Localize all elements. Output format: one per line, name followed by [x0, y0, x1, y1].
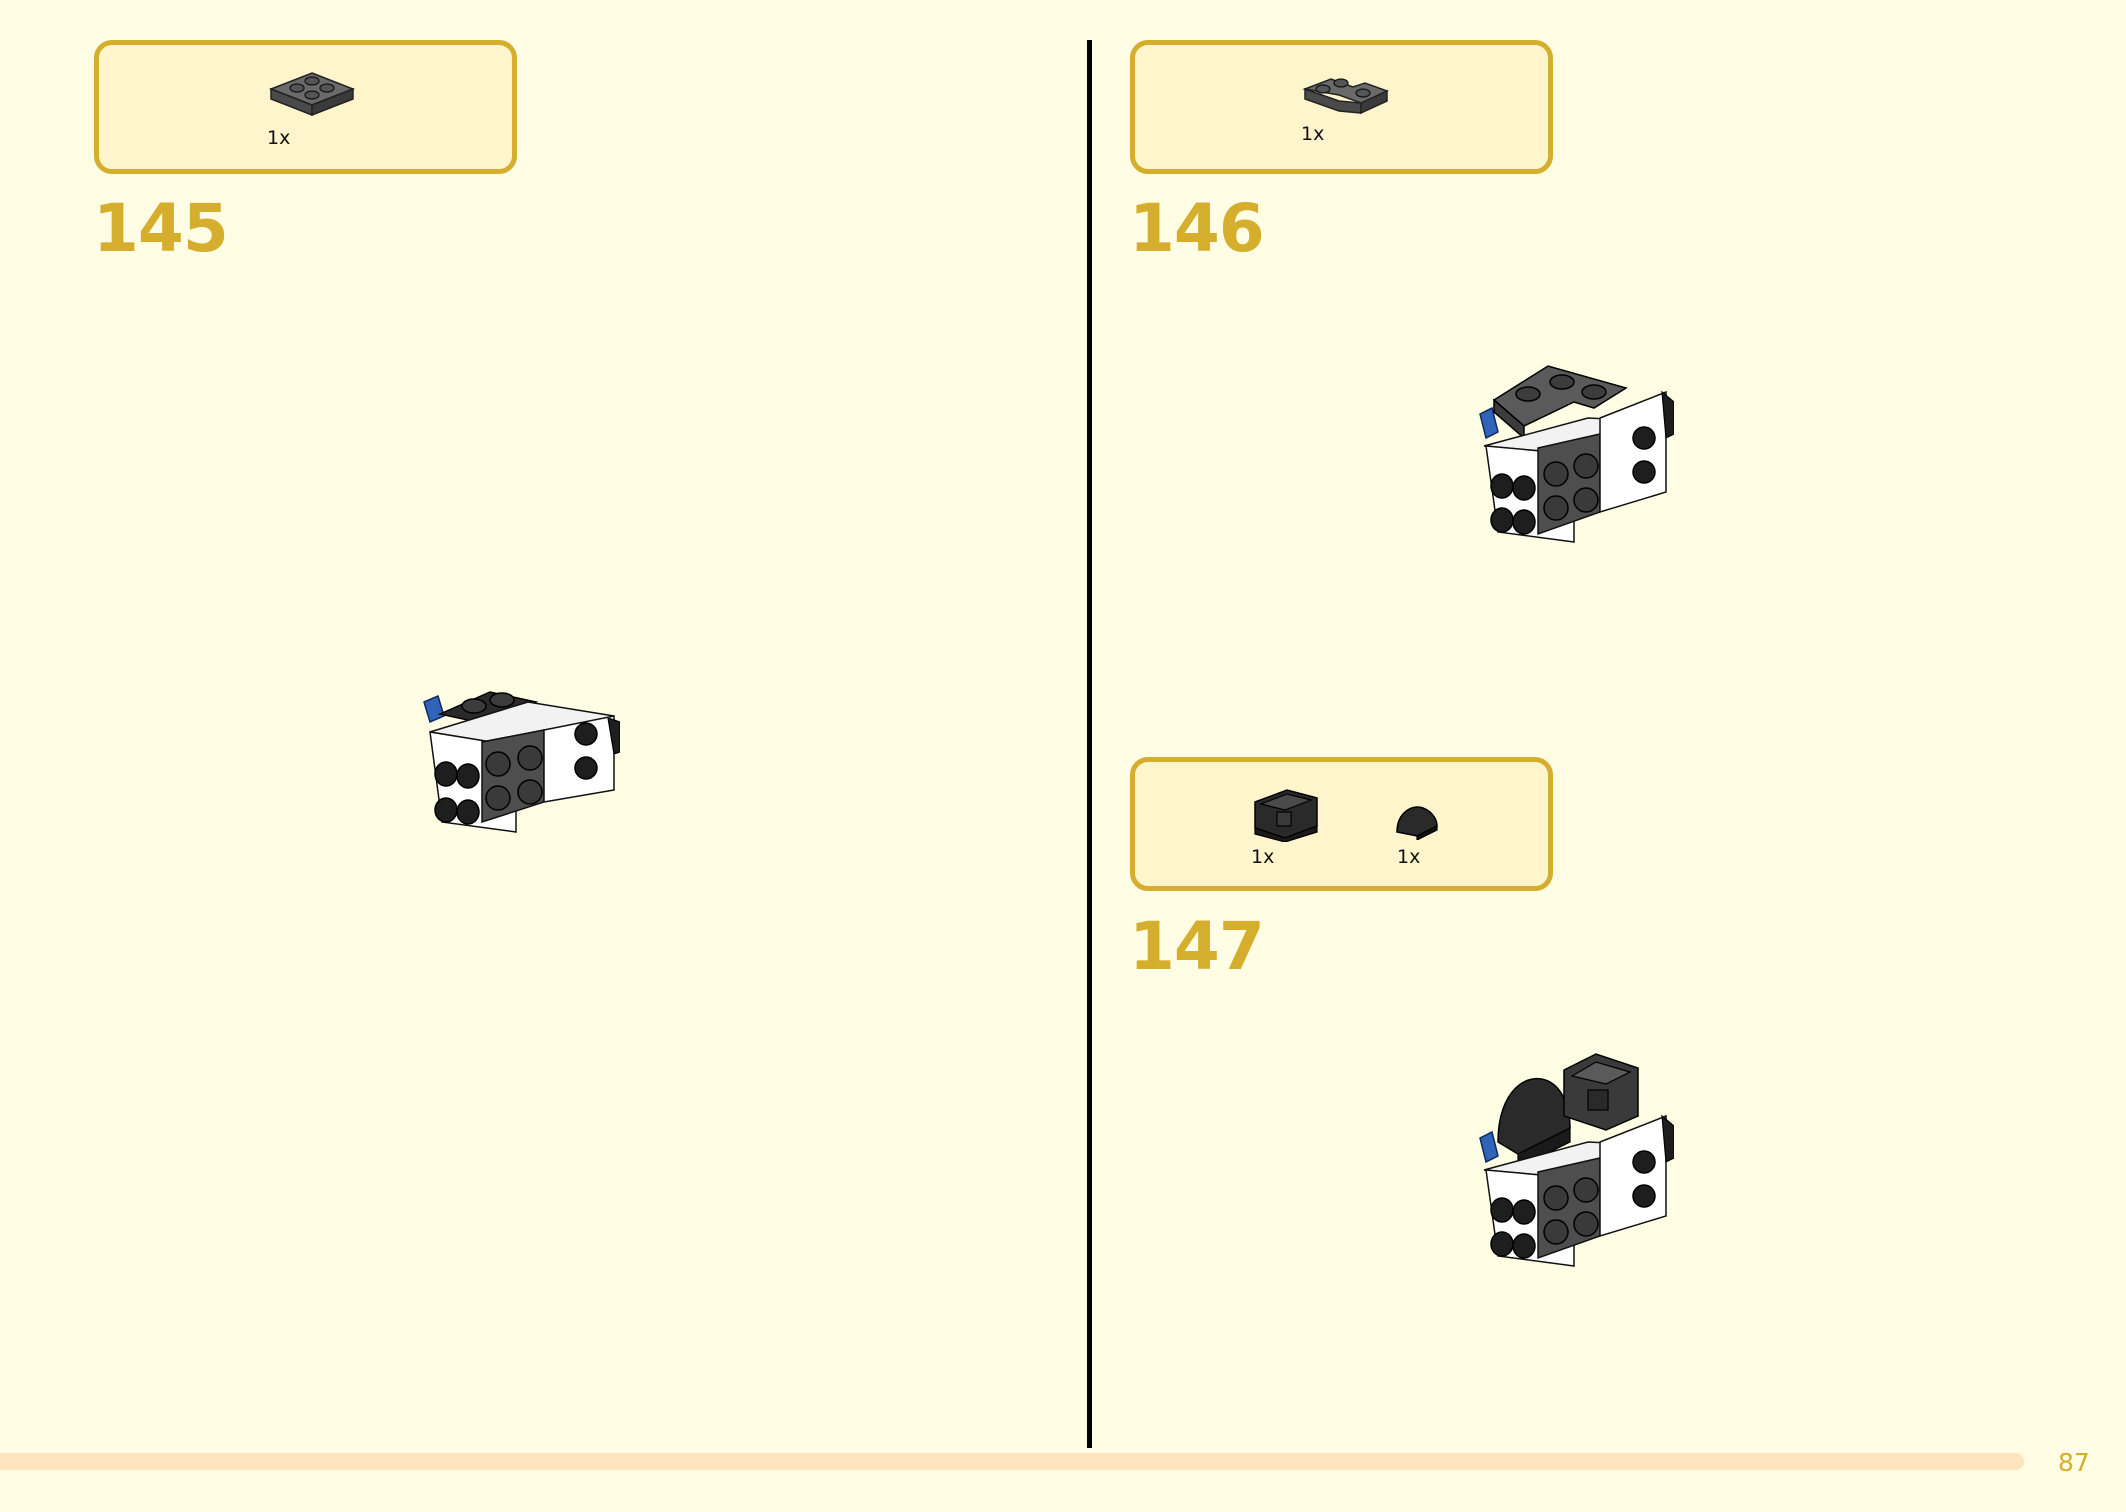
step-number-145: 145 — [93, 190, 229, 267]
page-progress-bar — [0, 1453, 2024, 1470]
parts-callout-step-145: 1x — [94, 40, 517, 174]
part-quantity: 1x — [1301, 123, 1325, 145]
model-assembly-step-147 — [1479, 1053, 1674, 1267]
step-number-146: 146 — [1129, 190, 1265, 267]
part-quantity: 1x — [1397, 846, 1421, 868]
part-quantity: 1x — [1251, 846, 1275, 868]
parts-callout-step-146: 1x — [1130, 40, 1553, 174]
plate-corner-dark-gray-icon — [1302, 78, 1389, 115]
model-assembly-step-146 — [1479, 365, 1674, 543]
plate-2x2-dark-gray-icon — [268, 72, 356, 117]
page-divider — [1087, 40, 1092, 1448]
model-assembly-step-145 — [423, 691, 620, 833]
parts-callout-step-147: 1x 1x — [1130, 757, 1553, 891]
step-number-147: 147 — [1129, 908, 1265, 985]
part-quantity: 1x — [267, 127, 291, 149]
slope-curved-black-icon — [1396, 806, 1438, 840]
bracket-black-icon — [1254, 789, 1318, 842]
page-number: 87 — [2058, 1448, 2090, 1477]
